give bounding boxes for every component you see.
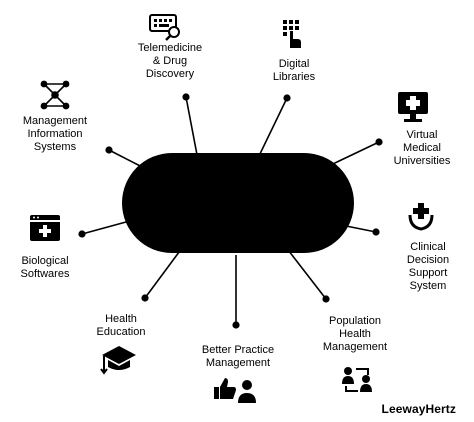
central-hub xyxy=(122,153,354,253)
dot-population-health xyxy=(322,295,330,303)
brand-logo: LeewayHertz xyxy=(381,402,456,416)
spoke-population-health xyxy=(284,245,327,300)
dot-health-education xyxy=(141,294,149,302)
touch-keypad-icon xyxy=(283,20,301,48)
spoke-clinical-decision xyxy=(345,225,377,233)
label-telemedicine: Telemedicine & Drug Discovery xyxy=(137,42,203,80)
label-biological-softwares: Biological Softwares xyxy=(20,255,70,280)
medical-window-icon xyxy=(30,215,60,241)
spokes xyxy=(81,96,380,325)
dot-telemedicine xyxy=(182,93,190,101)
spoke-digital-libraries xyxy=(257,97,288,159)
label-population-health: Population Health Management xyxy=(322,315,388,353)
spoke-biological-softwares xyxy=(81,221,127,235)
keyboard-search-icon xyxy=(149,14,180,41)
label-virtual-universities: Virtual Medical Universities xyxy=(393,129,451,167)
spoke-dots xyxy=(78,93,383,329)
label-digital-libraries: Digital Libraries xyxy=(272,58,316,83)
dot-management-info xyxy=(105,146,113,154)
label-clinical-decision: Clinical Decision Support System xyxy=(406,241,450,292)
dot-biological-softwares xyxy=(78,230,86,238)
dot-virtual-universities xyxy=(375,138,383,146)
label-management-info: Management Information Systems xyxy=(22,115,88,153)
dot-clinical-decision xyxy=(372,228,380,236)
dot-better-practice xyxy=(232,321,240,329)
hands-cross-icon xyxy=(408,203,434,231)
thumbs-up-person-icon xyxy=(214,378,256,403)
label-better-practice: Better Practice Management xyxy=(201,344,275,369)
network-nodes-icon xyxy=(40,80,70,110)
dot-digital-libraries xyxy=(283,94,291,102)
spoke-telemedicine xyxy=(185,96,199,161)
people-exchange-icon xyxy=(342,367,372,392)
monitor-medical-cross-icon xyxy=(398,92,428,122)
label-health-education: Health Education xyxy=(96,313,146,338)
graduation-cap-icon xyxy=(100,346,136,375)
